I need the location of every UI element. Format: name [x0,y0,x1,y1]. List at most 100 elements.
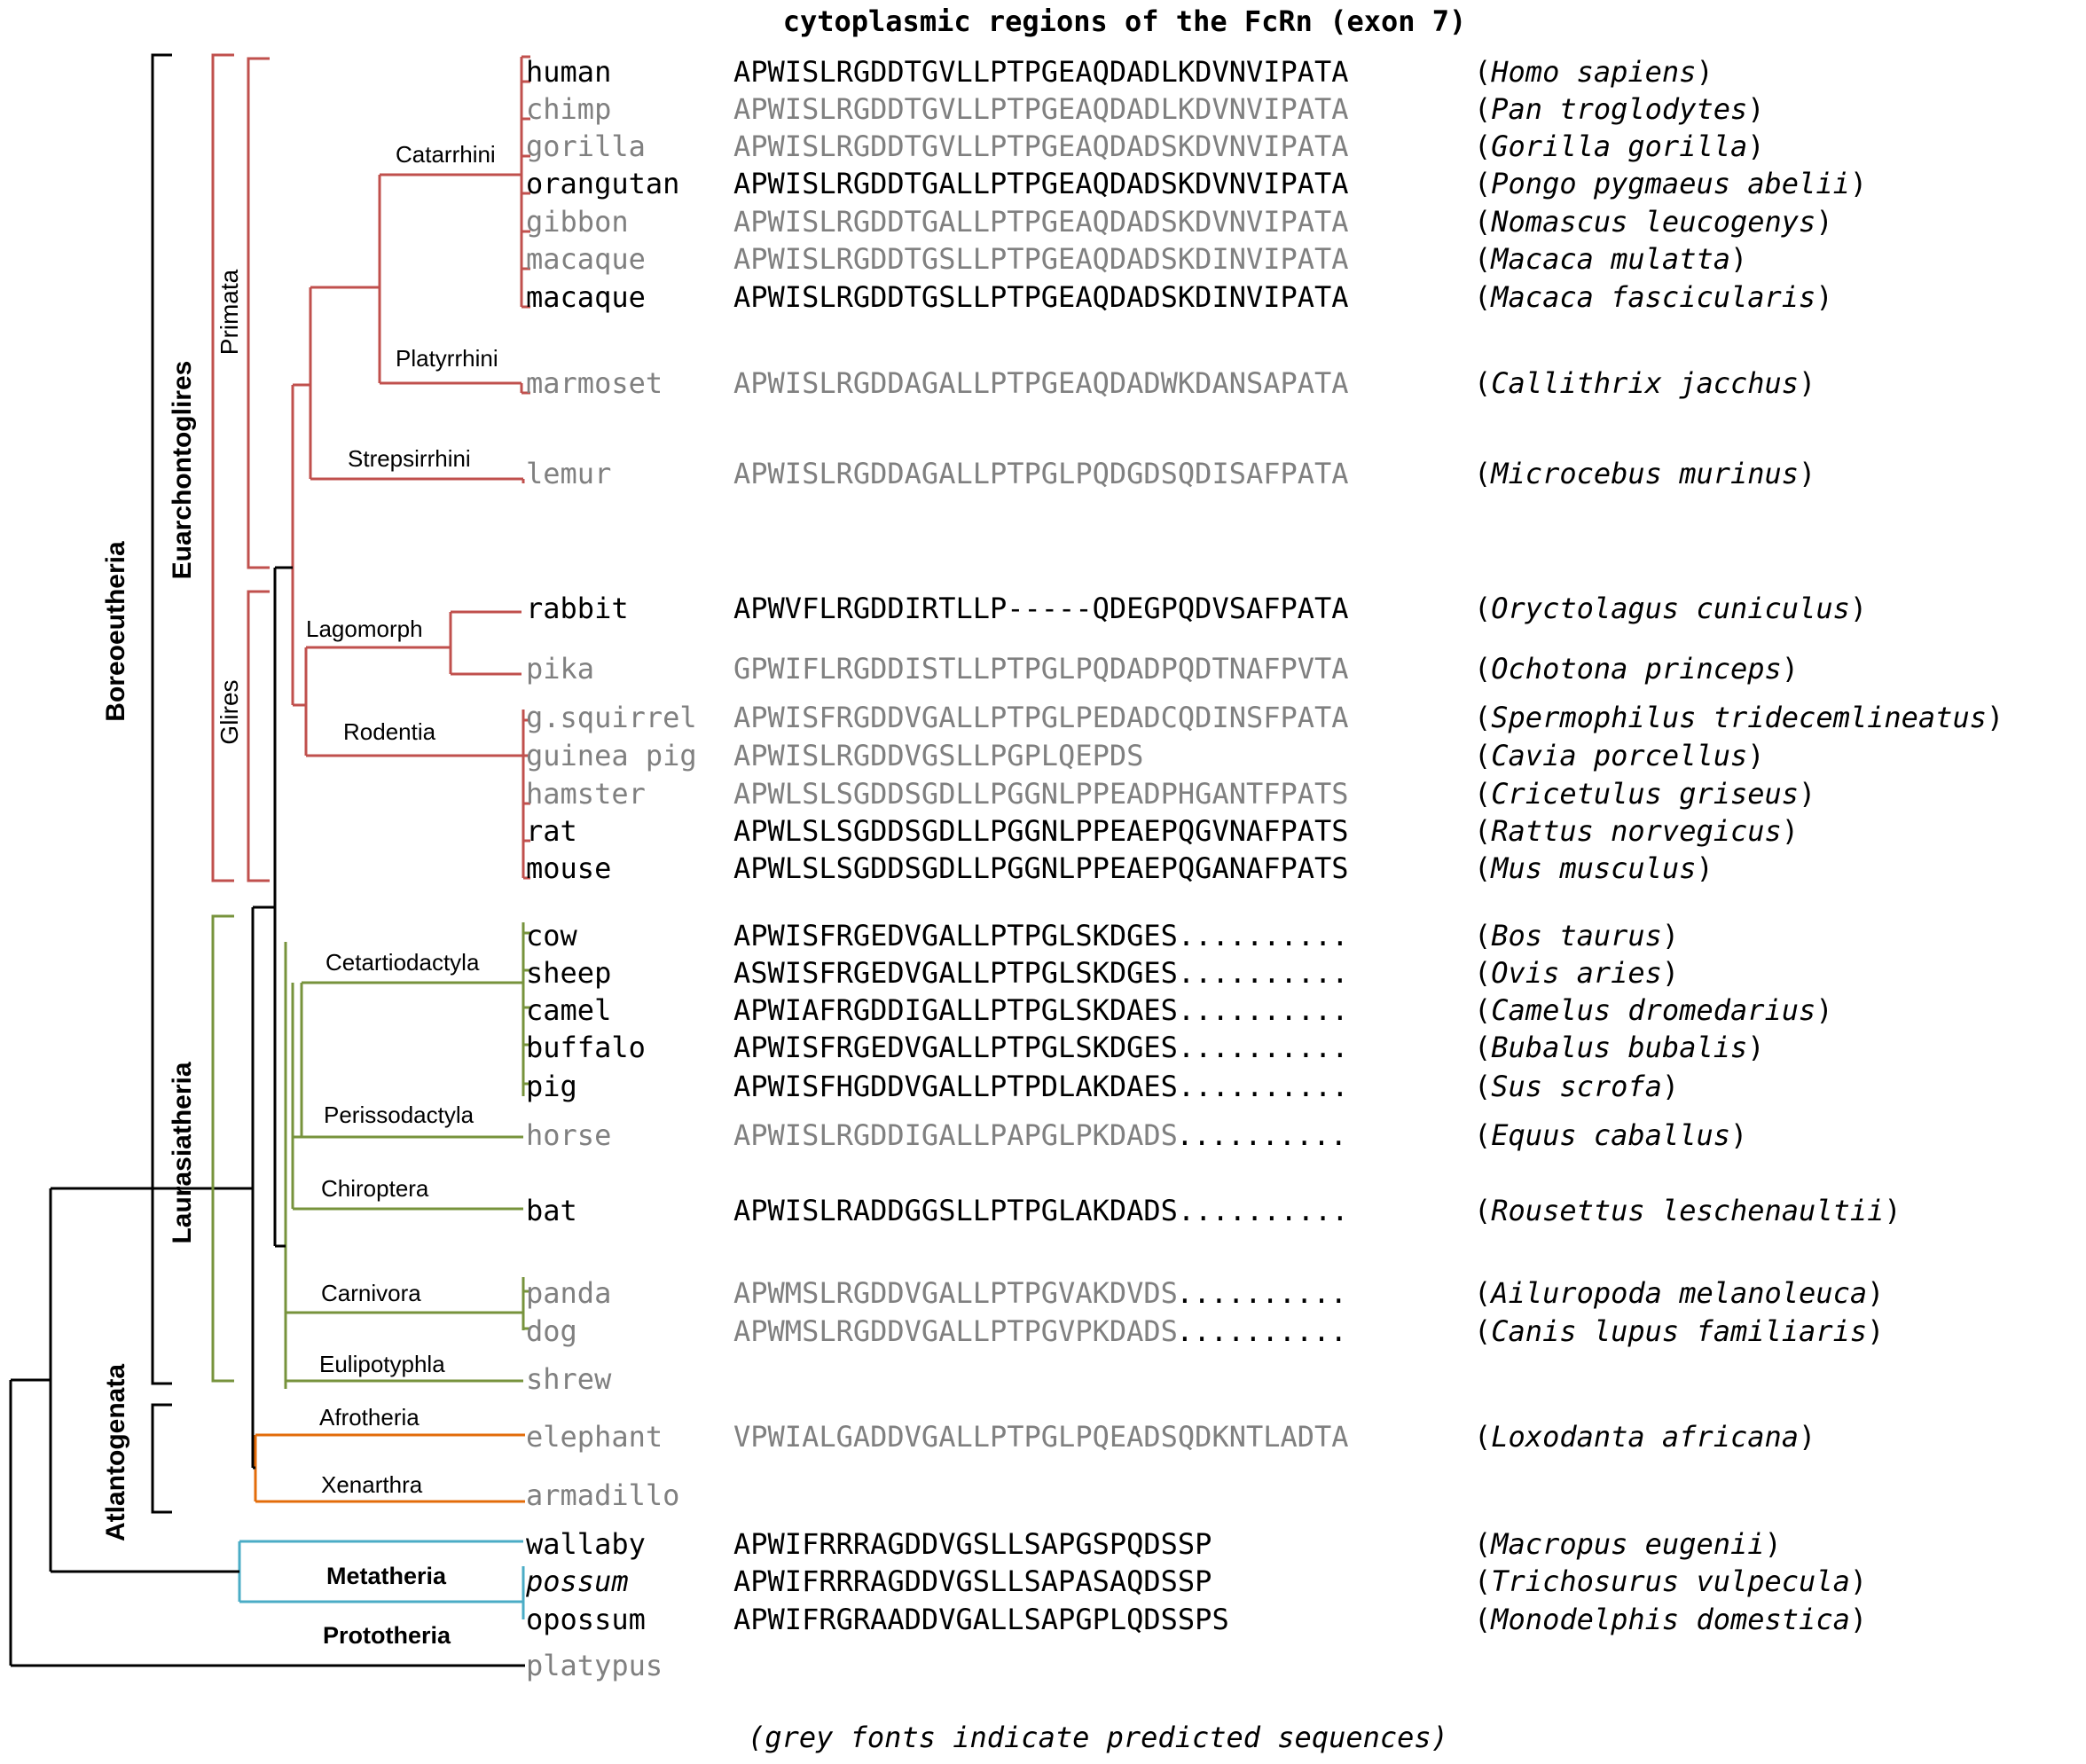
sequence: APWISLRADDGGSLLPTPGLAKDADS.......... [733,1194,1349,1227]
sequence: APWIFRRRAGDDVGSLLSAPASAQDSSP [733,1564,1212,1598]
species-name: (Spermophilus tridecemlineatus) [1474,701,2004,734]
species-name: (Loxodanta africana) [1474,1420,1815,1454]
clade-label-chiroptera: Chiroptera [321,1175,429,1202]
taxon-row: shrew [526,1362,612,1396]
taxon-name: pika [526,652,594,686]
taxon-name: pig [526,1070,577,1103]
group-label-euarchontoglires: Euarchontoglires [168,361,197,580]
group-label-glires: Glires [216,679,243,744]
sequence: APWISLRGDDVGSLLPGPLQEPDS [733,739,1143,772]
clade-label-lagomorph: Lagomorph [306,615,423,642]
sequence: APWIFRGRAADDVGALLSAPGPLQDSSPS [733,1603,1229,1636]
clade-label-rodentia: Rodentia [343,718,436,745]
taxon-row: mouse APWLSLSGDDSGDLLPGGNLPPEAEPQGANAFPAT… [526,851,1714,885]
sequence: APWISFRGDDVGALLPTPGLPEDADCQDINSFPATA [733,701,1349,734]
taxon-row: chimp APWISLRGDDTGVLLPTPGEAQDADLKDVNVIPAT… [526,92,1765,126]
taxon-name: possum [525,1564,629,1598]
sequence: APWLSLSGDDSGDLLPGGNLPPEAEPQGANAFPATS [733,851,1349,885]
sequence-padding: .......... [1176,1118,1347,1152]
taxon-row: marmoset APWISLRGDDAGALLPTPGEAQDADWKDANSA… [526,366,1815,400]
group-brackets [151,53,270,1514]
species-name: (Camelus dromedarius) [1474,993,1833,1027]
sequence: APWVFLRGDDIRTLLP-----QDEGPQDVSAFPATA [733,592,1349,625]
taxon-name: platypus [526,1649,663,1682]
species-name: (Homo sapiens) [1474,55,1714,89]
taxon-name: panda [526,1276,611,1310]
sequence: APWISFHGDDVGALLPTPDLAKDAES.......... [733,1070,1349,1103]
sequence: APWISLRGDDTGVLLPTPGEAQDADSKDVNVIPATA [733,129,1349,163]
taxon-name: bat [526,1194,577,1227]
taxon-row: platypus [526,1649,663,1682]
glires-bracket [247,590,270,882]
species-name: (Trichosurus vulpecula) [1474,1564,1867,1598]
figure-title: cytoplasmic regions of the FcRn (exon 7) [783,4,1467,38]
taxon-name: elephant [526,1420,663,1454]
species-name: (Sus scrofa) [1474,1070,1679,1103]
species-name: (Ailuropoda melanoleuca) [1474,1276,1884,1310]
clade-label-metatheria: Metatheria [326,1563,447,1589]
taxon-name: buffalo [526,1031,646,1064]
taxon-row: armadillo [526,1478,679,1512]
sequence: APWISLRGDDTGVLLPTPGEAQDADLKDVNVIPATA [733,92,1349,126]
group-label-atlantogenata: Atlantogenata [101,1364,130,1541]
sequence: APWIFRRRAGDDVGSLLSAPGSPQDSSP [733,1527,1212,1561]
species-name: (Macaca fascicularis) [1474,280,1833,314]
group-labels: Primata Glires Euarchontoglires Laurasia… [101,269,243,1541]
sequence: ASWISFRGEDVGALLPTPGLSKDGES.......... [733,956,1349,990]
sequence: APWMSLRGDDVGALLPTPGVPKDADS [733,1314,1178,1348]
taxon-row: rabbit APWVFLRGDDIRTLLP-----QDEGPQDVSAFPA… [526,592,1867,625]
taxon-name: human [526,55,611,89]
sequence: APWISLRGDDAGALLPTPGLPQDGDSQDISAFPATA [733,457,1349,490]
sequence: APWLSLSGDDSGDLLPGGNLPPEADPHGANTFPATS [733,777,1349,811]
taxon-name: chimp [526,92,611,126]
group-label-boreoeutheria: Boreoeutheria [101,541,130,722]
clade-label-perissodactyla: Perissodactyla [324,1102,474,1128]
taxon-name: mouse [526,851,611,885]
sequence: APWISLRGDDAGALLPTPGEAQDADWKDANSAPATA [733,366,1349,400]
taxon-name: gorilla [526,129,646,163]
sequence: APWMSLRGDDVGALLPTPGVAKDVDS [733,1276,1178,1310]
species-name: (Cavia porcellus) [1474,739,1765,772]
sequence: APWISLRGDDTGVLLPTPGEAQDADLKDVNVIPATA [733,55,1349,89]
group-label-primata: Primata [216,269,243,355]
species-name: (Gorilla gorilla) [1474,129,1765,163]
species-name: (Equus caballus) [1474,1118,1747,1152]
taxon-name: camel [526,993,611,1027]
clade-label-carnivora: Carnivora [321,1280,421,1306]
clade-label-cetartiodactyla: Cetartiodactyla [325,949,480,976]
taxon-row: sheep ASWISFRGEDVGALLPTPGLSKDGES.........… [526,956,1679,990]
clade-label-catarrhini: Catarrhini [396,141,496,168]
species-name: (Monodelphis domestica) [1474,1603,1867,1636]
taxon-name: macaque [526,280,646,314]
taxon-row: pig APWISFHGDDVGALLPTPDLAKDAES.......... (… [526,1070,1679,1103]
taxon-row: human APWISLRGDDTGVLLPTPGEAQDADLKDVNVIPAT… [526,55,1714,89]
taxon-name: orangutan [526,167,679,200]
species-name: (Rousettus leschenaultii) [1474,1194,1902,1227]
taxon-name: hamster [526,777,646,811]
sequence: APWLSLSGDDSGDLLPGGNLPPEAEPQGVNAFPATS [733,814,1349,848]
boreoeutheria-bracket [151,53,172,1385]
taxon-row: possum APWIFRRRAGDDVGSLLSAPASAQDSSP (Trich… [525,1564,1867,1598]
taxon-name: rabbit [526,592,629,625]
taxon-name: marmoset [526,366,663,400]
taxon-name: cow [526,919,578,953]
taxon-name: sheep [526,956,611,990]
taxon-row: hamster APWLSLSGDDSGDLLPGGNLPPEADPHGANTFP… [526,777,1815,811]
species-name: (Nomascus leucogenys) [1474,205,1833,239]
primata-bracket [247,57,270,569]
taxon-name: horse [526,1118,611,1152]
taxon-name: rat [526,814,577,848]
atlantogenata-bracket [151,1403,172,1514]
